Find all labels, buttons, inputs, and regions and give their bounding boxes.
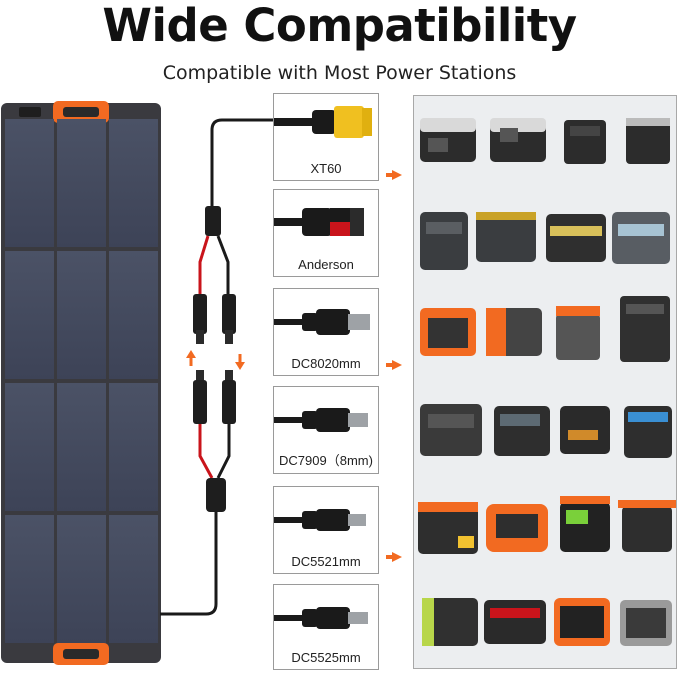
connector-xt60: XT60 [273,93,379,181]
power-station-icon [554,598,610,646]
power-station-icon [420,308,476,356]
connector-label: DC7909（8mm) [279,453,373,468]
solar-cell [109,119,158,247]
power-station-icon [612,212,670,264]
page-title: Wide Compatibility [102,0,577,52]
power-station-icon [418,502,478,554]
solar-cell [5,119,54,247]
solar-cell [5,383,54,511]
power-station-icon [484,600,546,644]
power-station-icon [420,404,482,456]
solar-cell [109,251,158,379]
power-station-grid [413,95,677,669]
panel-handle-top [53,101,109,123]
power-station-icon [618,500,676,552]
connector-label: DC5525mm [291,650,361,665]
power-station-icon [422,598,478,646]
power-station-icon [420,212,468,270]
anderson-plug-icon [274,208,364,236]
mc4-connector [193,294,207,334]
power-station-icon [626,118,670,164]
page-subtitle: Compatible with Most Power Stations [162,62,517,84]
power-station-icon [490,118,546,162]
xt60-plug-icon [274,106,372,138]
solar-cell [5,515,54,643]
dc-plug-icon [274,408,368,432]
power-station-icon [624,406,672,458]
power-station-images [418,118,676,646]
solar-cell [57,119,106,247]
connector-dc5525: DC5525mm [273,584,379,670]
connector-dc7909: DC7909（8mm) [273,386,379,474]
solar-cell [57,383,106,511]
arrow-up-icon [186,350,196,358]
y-splitter-bottom [206,478,226,512]
power-station-icon [494,406,550,456]
dc-plug-icon [274,509,366,531]
solar-cell [57,251,106,379]
junction-pocket [19,107,41,117]
solar-cell [57,515,106,643]
panel-handle-bottom [53,643,109,665]
power-station-icon [486,308,542,356]
solar-cell [5,251,54,379]
power-station-icon [420,118,476,162]
connector-dc8020: DC8020mm [273,288,379,376]
power-station-icon [620,296,670,362]
power-station-icon [476,212,536,262]
dc-plug-icon [274,309,370,335]
power-station-icon [620,600,672,646]
dc-plug-icon [274,607,368,629]
connector-label: DC5521mm [291,554,361,569]
y-splitter-top [205,206,221,236]
power-station-icon [546,214,606,262]
power-station-icon [556,306,600,360]
connector-dc5521: DC5521mm [273,486,379,574]
mc4-connector [222,380,236,424]
power-station-icon [564,120,606,164]
solar-cell [109,515,158,643]
connector-anderson: Anderson [273,189,379,277]
mc4-connector [222,294,236,334]
connector-label: DC8020mm [291,356,361,371]
power-station-icon [560,406,610,454]
solar-panel [1,101,161,665]
connector-label: Anderson [298,257,354,272]
arrow-down-icon [235,362,245,370]
solar-cell [109,383,158,511]
power-station-icon [560,496,610,552]
mc4-connector [193,380,207,424]
connector-label: XT60 [310,161,342,176]
power-station-icon [486,504,548,552]
